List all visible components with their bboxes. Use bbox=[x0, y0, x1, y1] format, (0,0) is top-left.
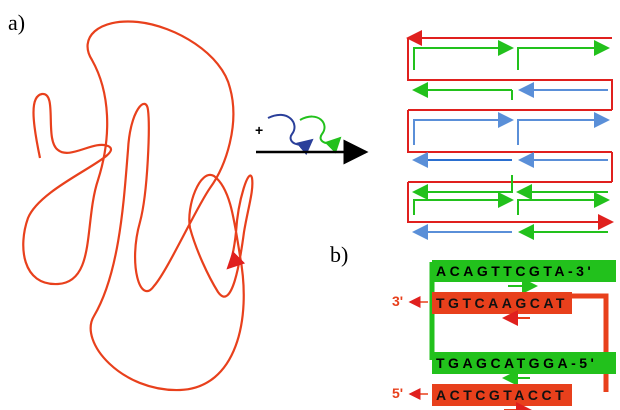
staple-squiggle-green bbox=[299, 115, 342, 154]
seq-row: TGTCAAGCAT bbox=[436, 295, 568, 311]
strand-end-label: 3' bbox=[392, 293, 403, 309]
panel-b-label: b) bbox=[330, 242, 348, 267]
seq-row-bg bbox=[432, 384, 572, 406]
seq-row-bg bbox=[432, 260, 616, 282]
seq-row: ACTCGTACCT bbox=[436, 387, 567, 403]
seq-row: ACAGTTCGTA-3' bbox=[436, 263, 594, 279]
scaffold-strand bbox=[22, 20, 254, 392]
staple-squiggle-blue bbox=[267, 113, 314, 156]
strand-end-label: 5' bbox=[392, 385, 403, 401]
sequence-detail: ACAGTTCGTA-3' 3' TGTCAAGCAT TGAGCATGGA-5… bbox=[392, 260, 616, 410]
seq-row: TGAGCATGGA-5' bbox=[436, 355, 597, 371]
folded-origami bbox=[406, 30, 614, 240]
plus-sign: + bbox=[255, 122, 263, 138]
panel-a-label: a) bbox=[8, 10, 25, 35]
seq-row-bg bbox=[432, 352, 616, 374]
seq-row-bg bbox=[432, 292, 572, 314]
